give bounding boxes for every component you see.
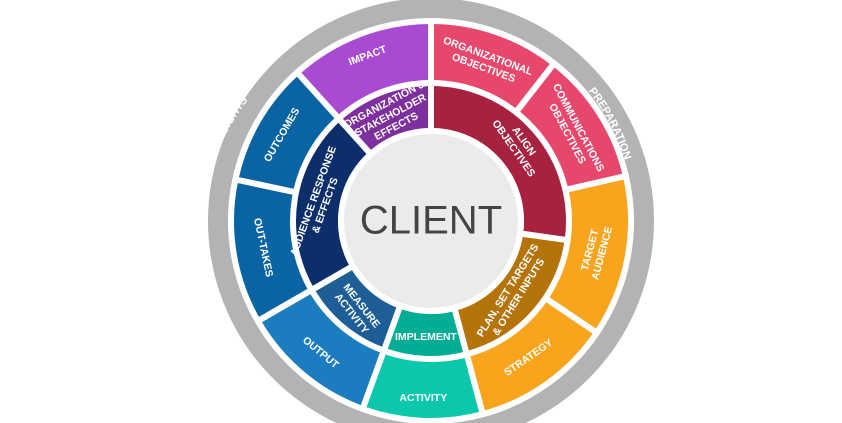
outer-label-activity: ACTIVITY	[399, 392, 447, 404]
inner-label-implement: IMPLEMENT	[395, 331, 457, 343]
outer-ring	[208, 0, 654, 423]
center-label: CLIENT	[360, 199, 502, 243]
center-circle	[338, 128, 524, 314]
